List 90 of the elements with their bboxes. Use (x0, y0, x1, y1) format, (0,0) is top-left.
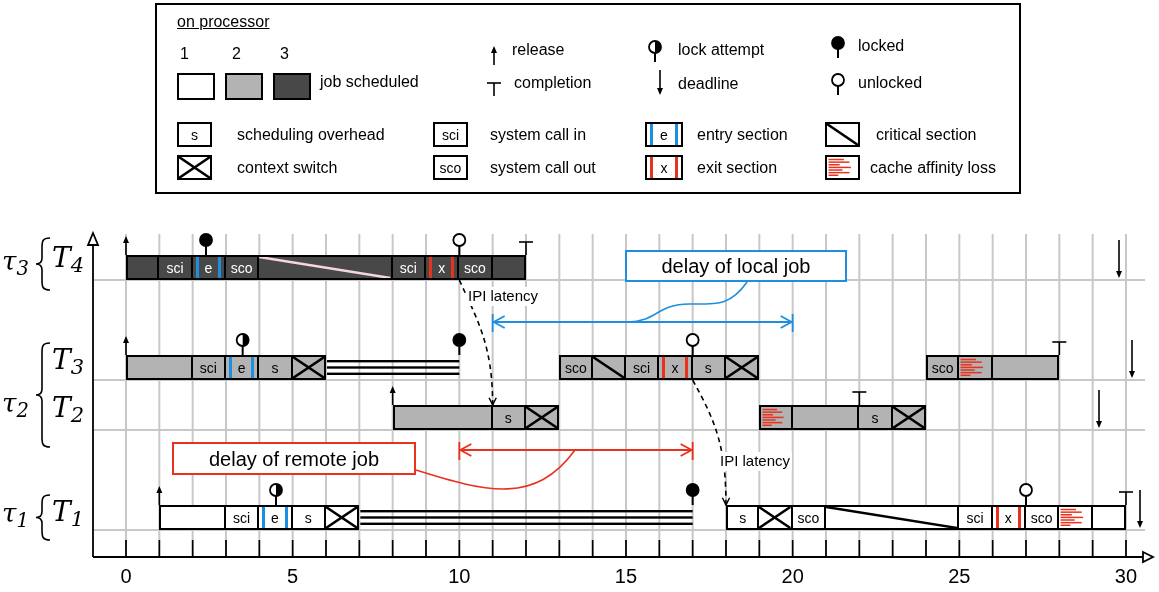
arrow (691, 379, 731, 506)
callout-box: delay of remote job (172, 442, 416, 475)
segment-box: sci (433, 122, 468, 147)
job-label: T$_{4}$ (52, 244, 85, 272)
legend-text: unlocked (858, 73, 923, 93)
legend-text: deadline (678, 74, 739, 94)
job-bar (126, 255, 160, 280)
segment-box: sci (626, 355, 660, 380)
critical-section-box (259, 255, 393, 280)
critical-section-box (826, 505, 960, 530)
segment-box: sco (226, 255, 260, 280)
legend-heading: on processor (177, 14, 270, 30)
context-switch-box (726, 355, 760, 380)
legend-text: system call out (490, 158, 596, 178)
legend-text: context switch (237, 158, 338, 178)
legend-text: exit section (697, 158, 778, 178)
segment-box: s (859, 405, 893, 430)
segment-box: s (259, 355, 293, 380)
legend-text: cache affinity loss (870, 158, 996, 178)
exit-section-box: x (645, 155, 683, 180)
context-switch-box (759, 505, 793, 530)
tick-label: 20 (781, 566, 804, 586)
leader-line (415, 449, 576, 490)
legend-text: system call in (490, 125, 587, 145)
context-switch-box (892, 405, 926, 430)
segment-box: sco (1026, 505, 1060, 530)
job-bar (792, 405, 860, 430)
legend-text: release (512, 40, 565, 60)
tick-label: 10 (448, 566, 471, 586)
segment-box: sci (159, 255, 193, 280)
segment-box: sci (226, 505, 260, 530)
segment-box: s (492, 405, 526, 430)
job-bar (1092, 505, 1126, 530)
entry-section-box: e (259, 505, 293, 530)
entry-section-box: e (645, 122, 683, 147)
job-bar (159, 505, 226, 530)
segment-box: sco (559, 355, 593, 380)
segment-box: s (292, 505, 326, 530)
context-switch-box (526, 405, 560, 430)
segment-box: s (692, 355, 726, 380)
critical-section-box (592, 355, 626, 380)
exit-section-box: x (426, 255, 460, 280)
tick-label: 0 (120, 566, 132, 586)
task-label: τ$_{1}$ (2, 500, 29, 526)
cache-loss-box (759, 405, 793, 430)
job-label: T$_{1}$ (52, 498, 85, 526)
segment-box: s (726, 505, 760, 530)
segment-box: sci (192, 355, 226, 380)
legend-text: 2 (232, 44, 241, 64)
job-bar (126, 355, 193, 380)
edge-label: IPI latency (718, 452, 793, 471)
task-label: τ$_{3}$ (2, 248, 29, 274)
entry-section-box: e (226, 355, 260, 380)
segment-box: sco (926, 355, 960, 380)
segment-box: s (177, 122, 212, 147)
segment-box: sco (433, 155, 468, 180)
callout-box: delay of local job (625, 250, 847, 282)
job-bar (992, 355, 1060, 380)
arrow (458, 279, 497, 406)
legend-text: 1 (180, 44, 189, 64)
job-bar (492, 255, 526, 280)
segment-box: sco (792, 505, 826, 530)
legend-text: locked (858, 36, 905, 56)
segment-box: sco (459, 255, 493, 280)
edge-label: IPI latency (466, 287, 541, 306)
cache-loss-box (959, 355, 993, 380)
task-label: τ$_{2}$ (2, 390, 29, 416)
legend-text: completion (514, 73, 592, 93)
segment-box: sci (392, 255, 426, 280)
tick-label: 5 (287, 566, 299, 586)
legend-text: job scheduled (320, 74, 419, 90)
context-switch-box (326, 505, 360, 530)
entry-section-box: e (192, 255, 226, 280)
legend-text: scheduling overhead (237, 125, 385, 145)
legend-text: critical section (876, 125, 977, 145)
exit-section-box: x (992, 505, 1026, 530)
legend-text: lock attempt (678, 40, 765, 60)
job-label: T$_{3}$ (52, 346, 85, 374)
tick-label: 15 (614, 566, 638, 586)
exit-section-box: x (659, 355, 693, 380)
segment-box: sci (959, 505, 993, 530)
job-bar (392, 405, 493, 430)
cache-loss-box (1059, 505, 1093, 530)
tick-label: 30 (1114, 566, 1138, 586)
leader-line (627, 281, 748, 323)
job-label: T$_{2}$ (52, 394, 85, 422)
tick-label: 25 (948, 566, 971, 586)
context-switch-box (292, 355, 326, 380)
legend-text: entry section (697, 125, 788, 145)
legend-text: 3 (280, 44, 289, 64)
